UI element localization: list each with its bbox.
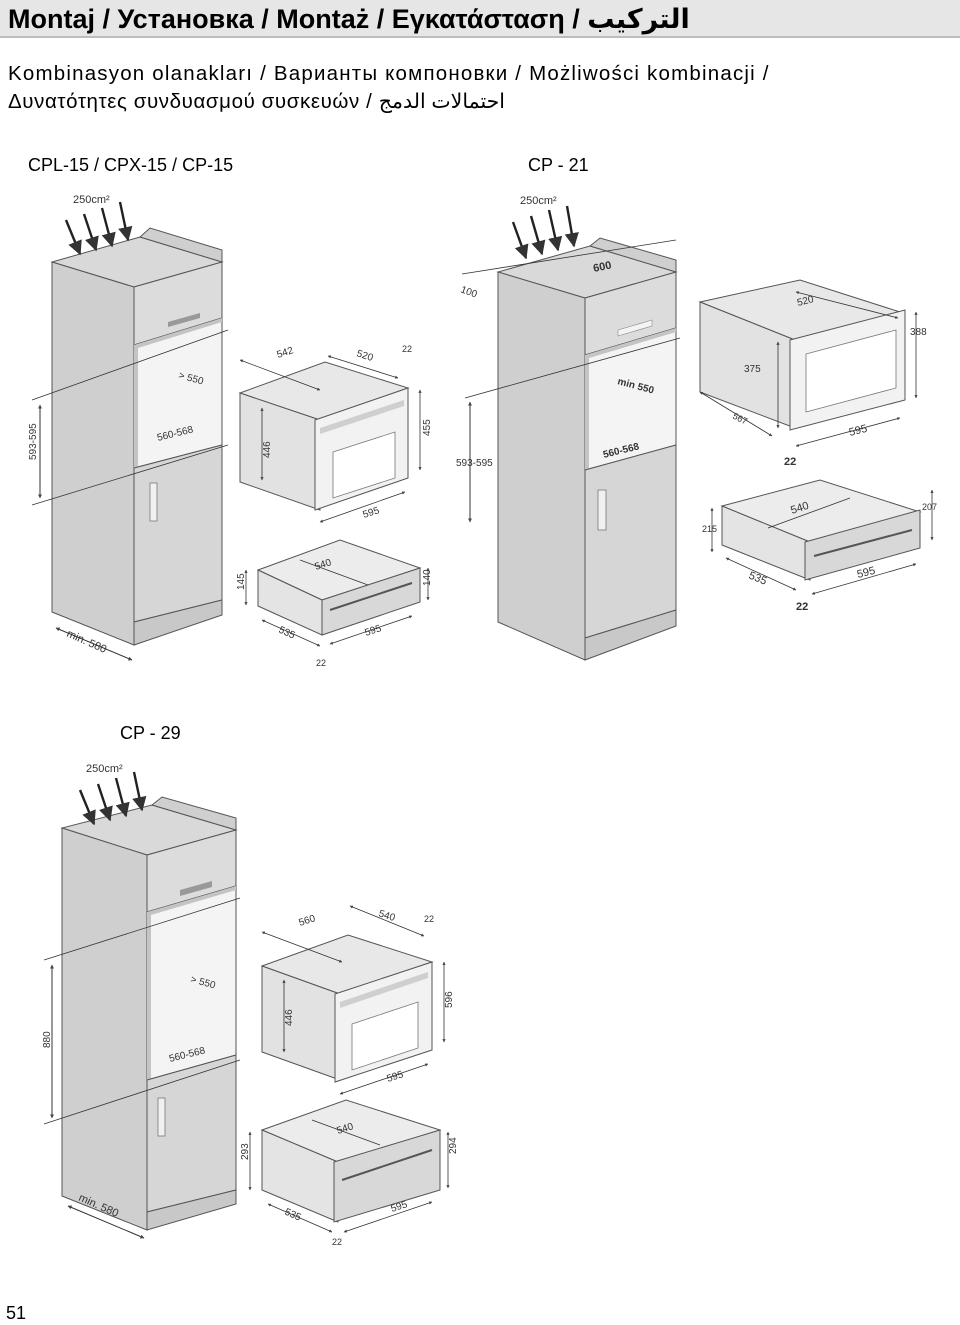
diagram-cpl15: 250cm² 593-595 > 550 560-568 min. 580 54… [28, 194, 433, 668]
svg-text:600: 600 [592, 259, 612, 275]
cabinet-door [133, 444, 223, 623]
svg-text:145: 145 [236, 573, 247, 590]
svg-text:293: 293 [240, 1143, 251, 1160]
svg-text:540: 540 [789, 500, 810, 517]
page-title: Montaj / Установка / Montaż / Εγκατάστασ… [8, 4, 690, 34]
door-handle [149, 482, 158, 522]
cabinet-side [497, 271, 586, 661]
svg-text:22: 22 [424, 914, 434, 924]
svg-text:207: 207 [922, 502, 937, 512]
svg-text:22: 22 [402, 344, 412, 354]
svg-text:880: 880 [42, 1031, 53, 1048]
svg-text:446: 446 [284, 1009, 295, 1026]
svg-text:540: 540 [314, 557, 334, 573]
svg-text:100: 100 [459, 284, 479, 300]
diagram-cp29: 250cm² 880 > 550 560-568 min. 580 560 54… [42, 763, 459, 1247]
diagram-cp21: 250cm² 600 100 593-595 min 550 560-568 5… [456, 195, 937, 661]
svg-text:535: 535 [283, 1207, 303, 1224]
svg-text:560: 560 [298, 913, 318, 929]
cabinet-niche [133, 317, 223, 469]
svg-text:294: 294 [448, 1137, 459, 1154]
svg-text:375: 375 [744, 364, 761, 375]
svg-text:388: 388 [910, 327, 927, 338]
svg-text:535: 535 [277, 625, 297, 642]
svg-text:520: 520 [796, 294, 815, 309]
svg-text:596: 596 [444, 991, 455, 1008]
svg-text:593-595: 593-595 [456, 458, 493, 469]
svg-text:455: 455 [422, 419, 433, 436]
svg-text:595: 595 [364, 623, 384, 639]
svg-text:215: 215 [702, 524, 717, 534]
header-bar: Montaj / Установка / Montaż / Εγκατάστασ… [0, 0, 960, 38]
svg-text:542: 542 [276, 345, 296, 361]
page-number: 51 [6, 1303, 27, 1323]
subtitle-line-2: Δυνατότητες συνδυασμού συσκευών / احتمال… [8, 90, 506, 113]
subtitle-line-1: Kombinasyon olanakları / Варианты компон… [8, 62, 770, 85]
svg-text:535: 535 [747, 570, 769, 588]
svg-text:22: 22 [316, 658, 326, 668]
svg-text:520: 520 [355, 348, 375, 364]
subtitle: Kombinasyon olanakları / Варианты компон… [8, 60, 952, 116]
svg-text:250cm²: 250cm² [86, 763, 123, 775]
dim-height-range: 593-595 [28, 423, 39, 460]
config-label-cpl15: CPL-15 / CPX-15 / CP-15 [28, 155, 234, 175]
svg-text:567: 567 [731, 411, 749, 427]
config-label-cp21: CP - 21 [528, 155, 589, 175]
svg-text:540: 540 [336, 1121, 356, 1137]
config-label-cp29: CP - 29 [120, 723, 181, 743]
svg-text:595: 595 [362, 505, 382, 521]
svg-text:540: 540 [377, 908, 397, 924]
svg-text:595: 595 [390, 1199, 410, 1215]
svg-text:22: 22 [784, 456, 796, 468]
svg-text:250cm²: 250cm² [520, 195, 557, 207]
svg-text:595: 595 [856, 565, 877, 581]
svg-text:22: 22 [332, 1237, 342, 1247]
svg-text:595: 595 [386, 1069, 406, 1085]
svg-text:446: 446 [262, 441, 273, 458]
svg-text:595: 595 [848, 423, 869, 439]
svg-text:22: 22 [796, 601, 808, 613]
vent-area-label: 250cm² [73, 194, 110, 206]
cabinet-side [51, 261, 135, 646]
vent-arrows [64, 201, 133, 256]
svg-text:140: 140 [422, 569, 433, 586]
